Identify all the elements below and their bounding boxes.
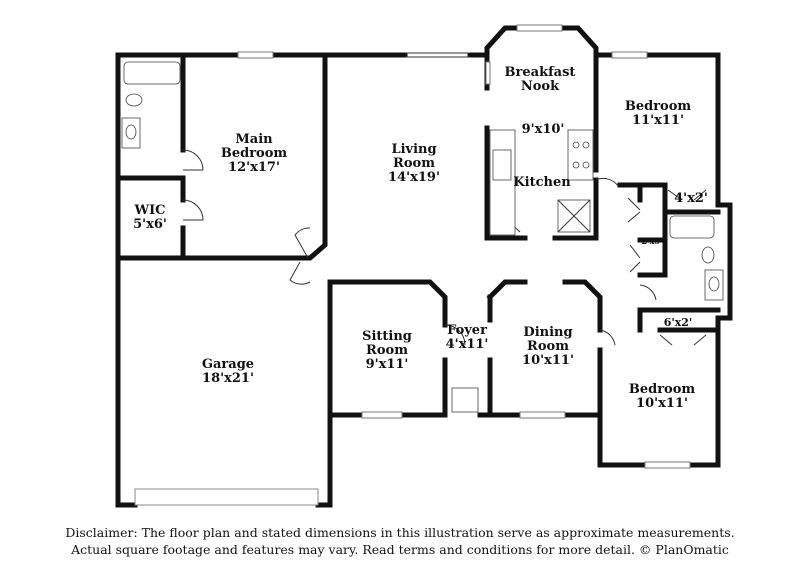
living-room-label-2: Room <box>393 156 435 171</box>
sitting-room-label-1: Sitting <box>362 329 412 344</box>
floor-plan: Breakfast Nook Bedroom 11'x11' Main Bedr… <box>115 24 733 508</box>
entry-step <box>451 387 479 413</box>
bedroom-se-dims: 10'x11' <box>636 396 688 411</box>
foyer-dims: 4'x11' <box>446 337 489 352</box>
main-bedroom-dims: 12'x17' <box>228 160 280 175</box>
kitchen-sink <box>492 149 512 181</box>
room-labels: Breakfast Nook Bedroom 11'x11' Main Bedr… <box>133 65 708 411</box>
dining-room-dims: 10'x11' <box>522 353 574 368</box>
dining-room-label-1: Dining <box>523 325 572 340</box>
breakfast-nook-label-2: Nook <box>521 79 560 94</box>
bathtub <box>123 61 181 85</box>
garage-door <box>134 488 319 506</box>
window-bedroom-se <box>644 461 691 469</box>
interior-walls <box>115 52 721 468</box>
bedroom-se-label: Bedroom <box>629 382 696 397</box>
garage-label: Garage <box>202 357 254 372</box>
bedroom-ne-dims: 11'x11' <box>632 113 684 128</box>
living-room-dims: 14'x19' <box>388 170 440 185</box>
bedroom-ne-label: Bedroom <box>625 99 692 114</box>
main-bedroom-label-2: Bedroom <box>221 146 288 161</box>
toilet <box>125 93 143 107</box>
windows <box>134 24 691 506</box>
kitchen-dims: 9'x10' <box>522 122 565 137</box>
window-nook <box>516 24 563 32</box>
window-sitting <box>361 411 403 419</box>
stove <box>567 129 594 181</box>
fixtures <box>121 61 724 413</box>
garage-dims: 18'x21' <box>202 371 254 386</box>
breakfast-nook-label-1: Breakfast <box>505 65 576 80</box>
window-dining <box>519 411 566 419</box>
wic-dims: 5'x6' <box>133 217 167 232</box>
living-room-label-1: Living <box>391 142 436 157</box>
foyer-label: Foyer <box>447 323 487 338</box>
kitchen-label: Kitchen <box>513 175 571 190</box>
sitting-room-label-2: Room <box>366 343 408 358</box>
window-bedroom-ne <box>611 51 648 59</box>
closet-ne-dims: 4'x2' <box>674 191 708 206</box>
closet-small-dims: 2'x5' <box>642 236 663 246</box>
dining-room-label-2: Room <box>527 339 569 354</box>
bathtub-east <box>669 215 715 239</box>
main-bedroom-label-1: Main <box>235 132 273 147</box>
disclaimer-line-1: Disclaimer: The floor plan and stated di… <box>65 525 735 540</box>
closet-se-dims: 6'x2' <box>664 316 693 329</box>
disclaimer-line-2: Actual square footage and features may v… <box>71 542 729 557</box>
wic-label: WIC <box>133 203 165 218</box>
sitting-room-dims: 9'x11' <box>366 357 409 372</box>
doors <box>182 149 707 409</box>
window-main-bedroom <box>237 51 274 59</box>
kitchen-counter-left <box>489 129 516 236</box>
disclaimer: Disclaimer: The floor plan and stated di… <box>0 524 800 558</box>
